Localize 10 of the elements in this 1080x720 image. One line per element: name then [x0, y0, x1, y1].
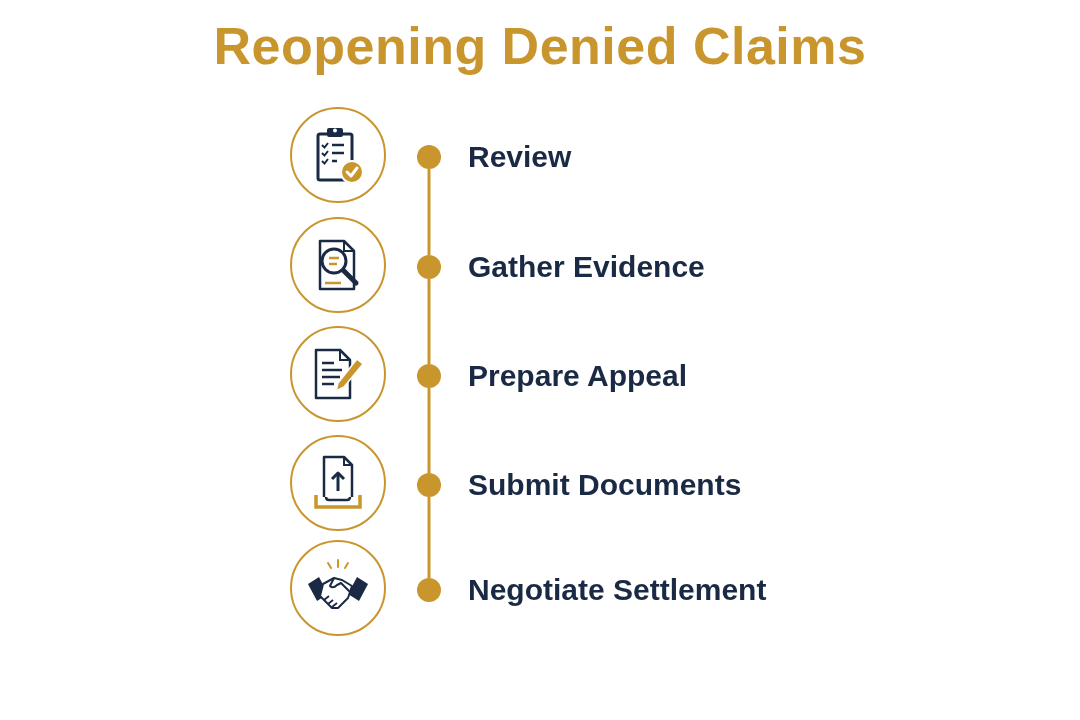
step-label: Gather Evidence: [468, 249, 705, 285]
title: Reopening Denied Claims: [213, 16, 867, 77]
step-label: Prepare Appeal: [468, 358, 687, 394]
timeline-line: [427, 169, 431, 255]
timeline-line: [427, 279, 431, 364]
step-label: Submit Documents: [468, 467, 742, 503]
timeline-line: [427, 497, 431, 578]
timeline-line: [427, 388, 431, 473]
step-label: Negotiate Settlement: [468, 572, 767, 608]
step-label: Review: [468, 139, 572, 175]
